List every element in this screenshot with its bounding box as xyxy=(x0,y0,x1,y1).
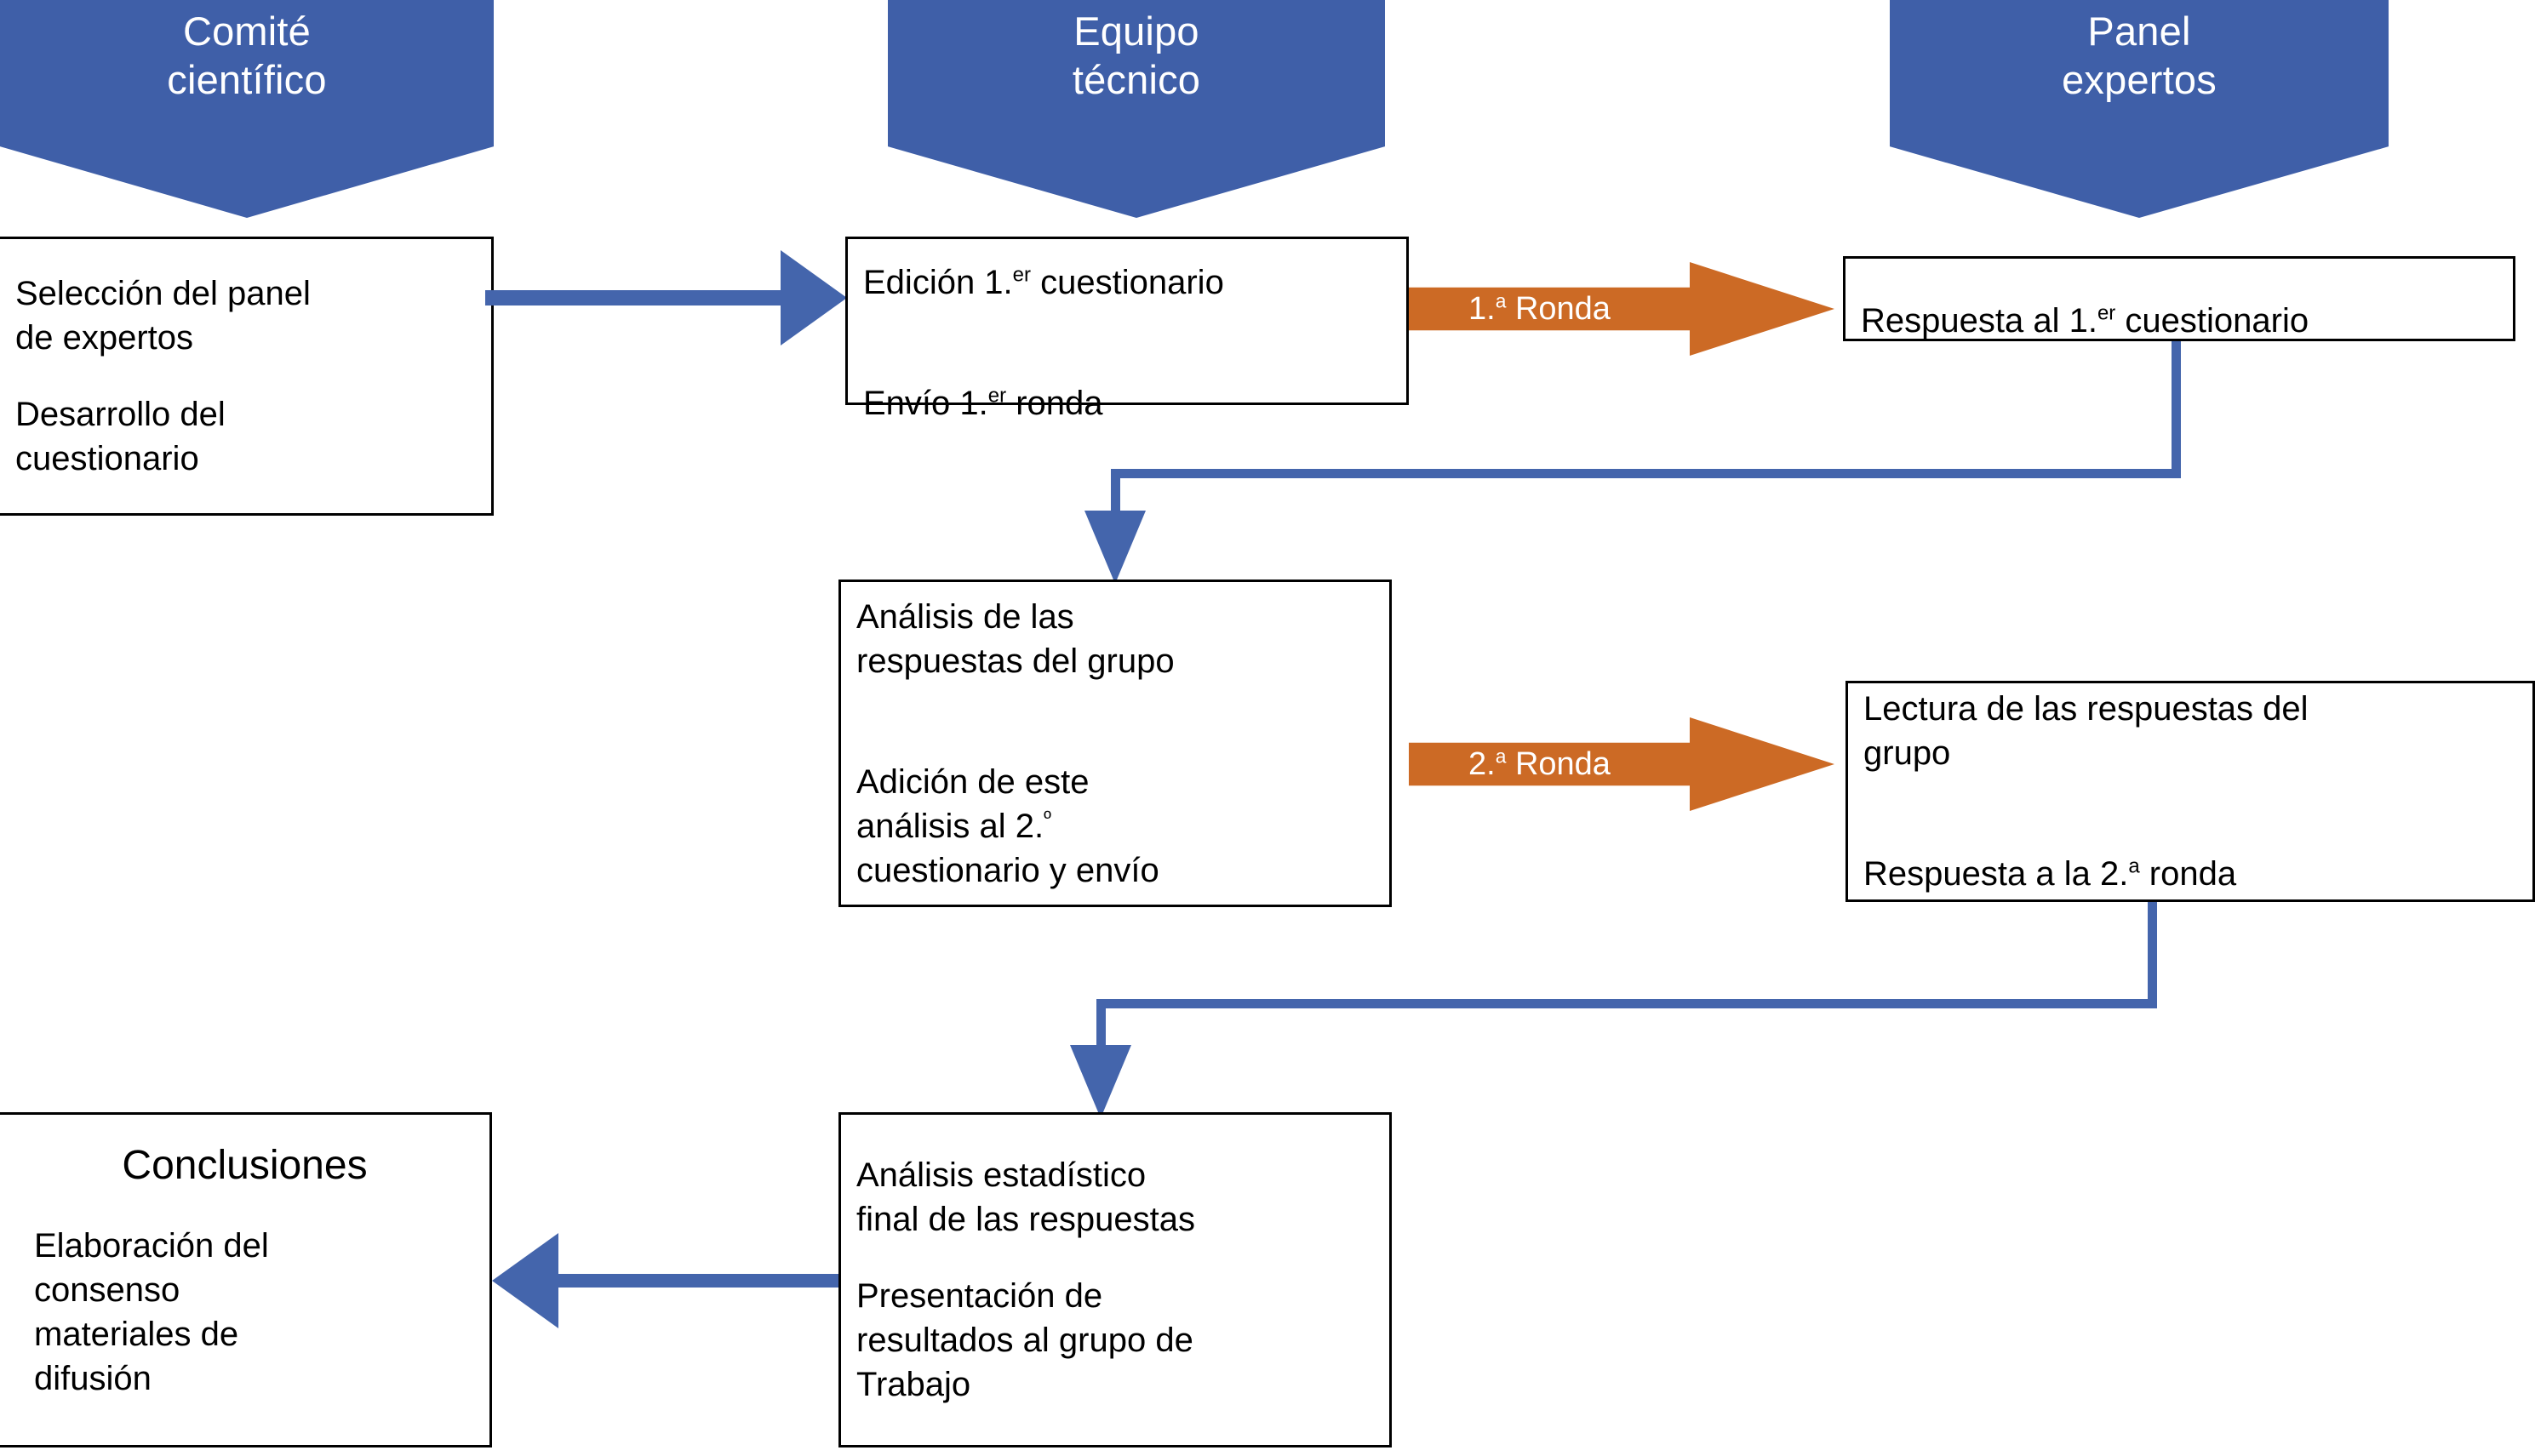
box-edicion-line2-pre: Envío 1. xyxy=(863,385,988,422)
round-arrow-ronda-1-label: 1.a Ronda xyxy=(1468,288,1611,328)
box-lectura-respuestas-line-1: Lectura de las respuestas del grupo xyxy=(1863,690,2309,772)
box-lectura-line2-pre: Respuesta a la 2. xyxy=(1863,855,2129,893)
box-edicion-line2-post: ronda xyxy=(1006,385,1103,422)
box-respuesta1-sup: er xyxy=(2097,301,2116,325)
box-respuesta1-pre: Respuesta al 1. xyxy=(1861,302,2097,340)
box-respuesta-1er-cuestionario-line: Respuesta al 1.er cuestionario xyxy=(1845,254,2513,343)
box-seleccion-panel[interactable]: Selección del panel de expertos Desarrol… xyxy=(0,237,494,516)
box-edicion-line2-sup: er xyxy=(987,384,1007,408)
connector-seleccion-to-edicion-shaft xyxy=(485,290,783,305)
box-respuesta-1er-cuestionario[interactable]: Respuesta al 1.er cuestionario xyxy=(1843,256,2515,341)
box-edicion-cuestionario-line-2: Envío 1.er ronda xyxy=(848,337,1406,425)
box-analisis-respuestas[interactable]: Análisis de las respuestas del grupo Adi… xyxy=(838,580,1392,907)
lane-banner-equipo: Equipo técnico xyxy=(888,0,1385,218)
box-edicion-cuestionario[interactable]: Edición 1.er cuestionario Envío 1.er ron… xyxy=(845,237,1409,422)
box-edicion-line1-pre: Edición 1. xyxy=(863,264,1013,301)
box-conclusiones-body: Elaboración del consenso materiales de d… xyxy=(34,1227,269,1397)
box-analisis-estadistico-line-2: Presentación de resultados al grupo de T… xyxy=(856,1277,1193,1403)
ronda-1-sup: a xyxy=(1495,288,1507,311)
lane-banner-panel: Panel expertos xyxy=(1890,0,2389,218)
connector-conclusiones-arrowhead xyxy=(492,1233,558,1328)
connector-respuesta1-horizontal xyxy=(1111,469,2181,478)
box-edicion-cuestionario-line-1: Edición 1.er cuestionario xyxy=(848,216,1406,305)
box-lectura-respuestas[interactable]: Lectura de las respuestas del grupo Resp… xyxy=(1845,681,2535,902)
connector-conclusiones-shaft xyxy=(558,1274,841,1288)
box-analisis-estadistico-line-1: Análisis estadístico final de las respue… xyxy=(856,1156,1196,1238)
box-lectura-respuestas-line-2: Respuesta a la 2.a ronda xyxy=(1848,808,2532,896)
box-analisis-line2-post: cuestionario y envío xyxy=(856,851,1159,889)
box-analisis-respuestas-line-2: Adición de este análisis al 2.º cuestion… xyxy=(841,716,1389,893)
round-arrow-ronda-1: 1.a Ronda xyxy=(1409,262,1834,356)
ronda-1-pre: 1. xyxy=(1468,290,1496,327)
connector-seleccion-to-edicion-arrowhead xyxy=(781,250,847,345)
box-edicion-line1-sup: er xyxy=(1012,263,1032,287)
ronda-2-pre: 2. xyxy=(1468,745,1496,782)
ronda-2-sup: a xyxy=(1495,744,1507,767)
connector-respuesta1-vertical-right xyxy=(2172,341,2181,477)
lane-banner-equipo-label: Equipo técnico xyxy=(1072,9,1201,103)
round-arrow-ronda-2: 2.a Ronda xyxy=(1409,717,1834,811)
box-lectura-line2-post: ronda xyxy=(2139,855,2237,893)
connector-respuesta1-vertical-left xyxy=(1111,469,1120,530)
box-seleccion-panel-line-1: Selección del panel de expertos xyxy=(15,275,311,357)
ronda-1-post: Ronda xyxy=(1506,290,1611,327)
connector-lectura-arrowhead xyxy=(1070,1045,1131,1118)
lane-banner-comite-label: Comité científico xyxy=(167,9,327,103)
box-conclusiones[interactable]: Conclusiones Elaboración del consenso ma… xyxy=(0,1112,492,1447)
connector-respuesta1-arrowhead xyxy=(1084,511,1146,584)
connector-lectura-vertical-left xyxy=(1096,999,1106,1065)
box-lectura-line2-sup: a xyxy=(2128,854,2140,878)
box-seleccion-panel-line-2: Desarrollo del cuestionario xyxy=(15,396,226,477)
lane-banner-panel-label: Panel expertos xyxy=(2062,9,2217,103)
box-edicion-line1-post: cuestionario xyxy=(1031,264,1224,301)
box-respuesta1-post: cuestionario xyxy=(2115,302,2309,340)
connector-lectura-horizontal xyxy=(1096,999,2157,1008)
box-analisis-line2-sup: º xyxy=(1044,807,1051,831)
box-analisis-line2-pre: Adición de este análisis al 2. xyxy=(856,762,1090,845)
round-arrow-ronda-2-label: 2.a Ronda xyxy=(1468,744,1611,783)
lane-banner-comite: Comité científico xyxy=(0,0,494,218)
box-conclusiones-heading: Conclusiones xyxy=(122,1143,368,1188)
connector-lectura-vertical-right xyxy=(2148,902,2157,1008)
ronda-2-post: Ronda xyxy=(1506,745,1611,782)
box-analisis-estadistico[interactable]: Análisis estadístico final de las respue… xyxy=(838,1112,1392,1447)
box-analisis-respuestas-line-1: Análisis de las respuestas del grupo xyxy=(856,597,1175,680)
